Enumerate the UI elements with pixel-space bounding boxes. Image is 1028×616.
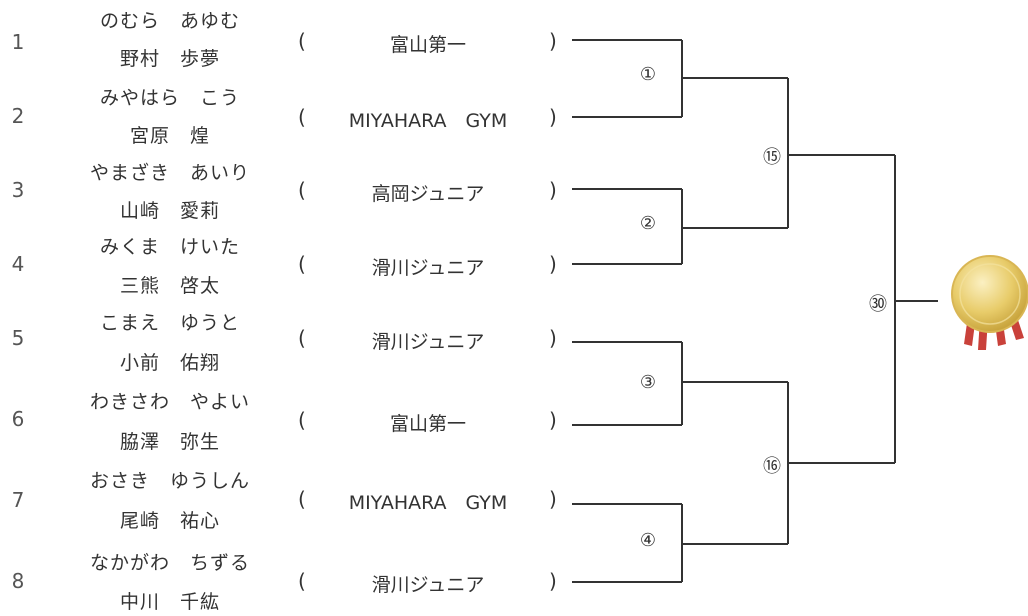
player-name-kana: こまえ ゆうと <box>99 312 240 334</box>
paren-close: ) <box>549 105 557 129</box>
match-label-2: ② <box>634 213 662 234</box>
club-name: 富山第一 <box>389 34 466 56</box>
club-name: 高岡ジュニア <box>371 183 485 205</box>
player-name-kana: なかがわ ちずる <box>89 552 250 574</box>
match-label-30: ㉚ <box>869 294 887 315</box>
club-name: MIYAHARA GYM <box>348 110 508 132</box>
match-label-16: ⑯ <box>763 456 781 477</box>
player-name-kana: のむら あゆむ <box>99 10 240 32</box>
gold-medal-icon <box>951 255 1028 350</box>
club-name: 滑川ジュニア <box>371 257 485 279</box>
player-name-kanji: 野村 歩夢 <box>119 48 220 70</box>
player-name-kanji: 三熊 啓太 <box>119 275 220 297</box>
player-name-kanji: 脇澤 弥生 <box>119 431 220 453</box>
club-name: 滑川ジュニア <box>371 574 485 596</box>
player-name-kanji: 宮原 煌 <box>129 125 210 147</box>
paren-close: ) <box>549 408 557 432</box>
entry-5: 5 こまえ ゆうと 小前 佑翔 ( 滑川ジュニア ) <box>0 308 560 385</box>
paren-open: ( <box>298 569 306 593</box>
match-label-3: ③ <box>634 372 662 393</box>
seed-number: 8 <box>11 569 25 593</box>
entry-4: 4 みくま けいた 三熊 啓太 ( 滑川ジュニア ) <box>0 231 560 308</box>
paren-open: ( <box>298 29 306 53</box>
paren-open: ( <box>298 252 306 276</box>
entry-7: 7 おさき ゆうしん 尾崎 祐心 ( MIYAHARA GYM ) <box>0 462 560 539</box>
paren-close: ) <box>549 326 557 350</box>
entry-2: 2 みやはら こう 宮原 煌 ( MIYAHARA GYM ) <box>0 77 560 154</box>
paren-open: ( <box>298 487 306 511</box>
match-label-1: ① <box>634 64 662 85</box>
paren-close: ) <box>549 569 557 593</box>
seed-number: 4 <box>11 252 25 276</box>
match-label-15: ⑮ <box>763 147 781 168</box>
seed-number: 7 <box>11 488 25 512</box>
player-name-kana: わきさわ やよい <box>89 391 250 413</box>
entry-1: 1 のむら あゆむ 野村 歩夢 ( 富山第一 ) <box>0 0 560 77</box>
paren-close: ) <box>549 487 557 511</box>
seed-number: 1 <box>11 30 25 54</box>
paren-close: ) <box>549 178 557 202</box>
player-name-kana: みくま けいた <box>99 236 240 258</box>
player-name-kana: みやはら こう <box>99 87 240 109</box>
entry-8: 8 なかがわ ちずる 中川 千紘 ( 滑川ジュニア ) <box>0 539 560 616</box>
player-name-kanji: 小前 佑翔 <box>119 352 220 374</box>
player-name-kanji: 尾崎 祐心 <box>119 510 220 532</box>
club-name: 滑川ジュニア <box>371 331 485 353</box>
paren-open: ( <box>298 178 306 202</box>
player-name-kana: やまざき あいり <box>89 162 250 184</box>
entry-3: 3 やまざき あいり 山崎 愛莉 ( 高岡ジュニア ) <box>0 154 560 231</box>
seed-number: 6 <box>11 407 25 431</box>
paren-open: ( <box>298 408 306 432</box>
club-name: MIYAHARA GYM <box>348 492 508 514</box>
paren-close: ) <box>549 29 557 53</box>
paren-open: ( <box>298 105 306 129</box>
entry-6: 6 わきさわ やよい 脇澤 弥生 ( 富山第一 ) <box>0 385 560 462</box>
match-label-4: ④ <box>634 530 662 551</box>
player-name-kana: おさき ゆうしん <box>89 470 250 492</box>
paren-close: ) <box>549 252 557 276</box>
seed-number: 2 <box>11 104 25 128</box>
club-name: 富山第一 <box>389 413 466 435</box>
paren-open: ( <box>298 326 306 350</box>
seed-number: 3 <box>11 178 25 202</box>
seed-number: 5 <box>11 326 25 350</box>
player-name-kanji: 山崎 愛莉 <box>119 200 220 222</box>
player-name-kanji: 中川 千紘 <box>119 591 220 613</box>
